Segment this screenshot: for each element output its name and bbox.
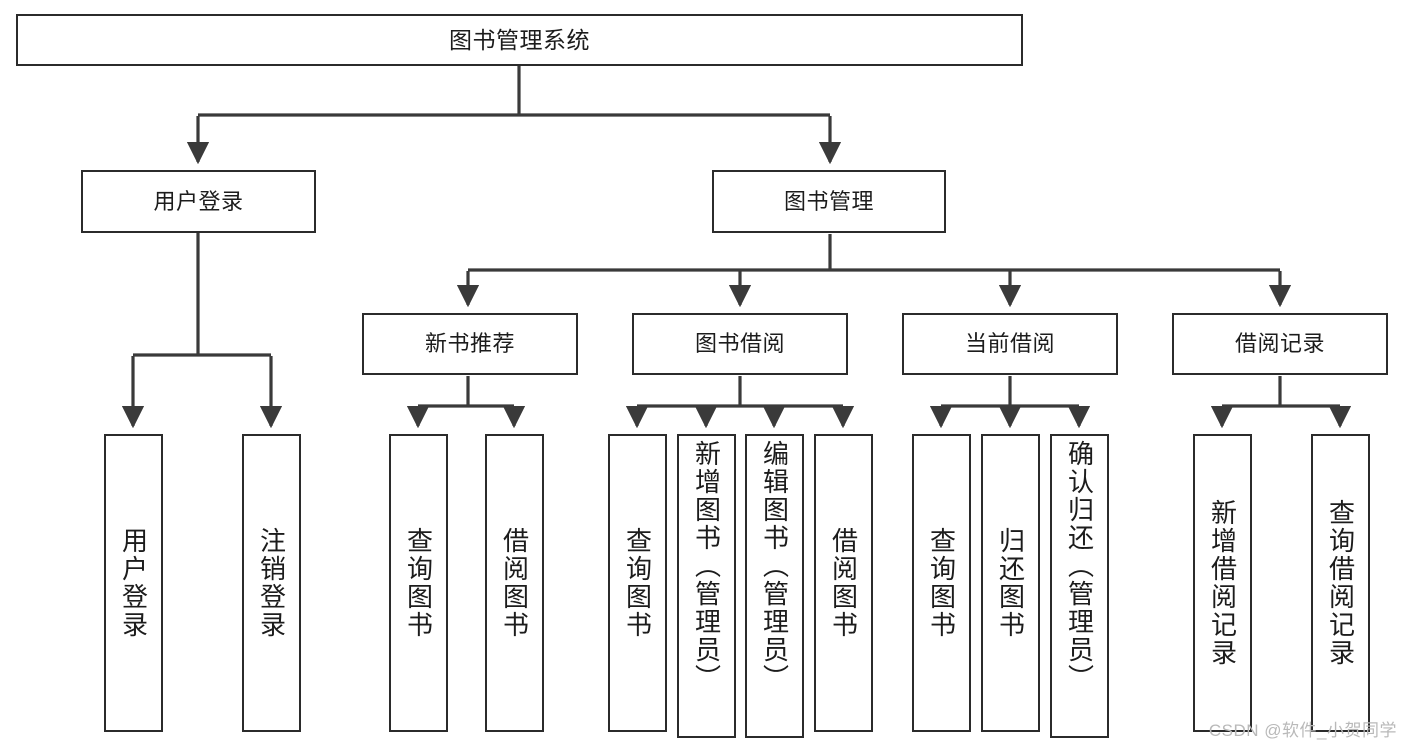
node-borrow-record[interactable]: 借阅记录 [1172,313,1388,375]
node-new-book-recommend[interactable]: 新书推荐 [362,313,578,375]
leaf-bb-add-book-admin[interactable]: 新增图书（管理员） [677,434,736,738]
leaf-user-login[interactable]: 用户登录 [104,434,163,732]
node-label: 图书管理系统 [449,26,590,53]
node-label: 查询借阅记录 [1325,499,1356,667]
node-label: 新书推荐 [424,331,515,357]
node-label: 借阅图书 [499,527,530,639]
watermark-text: CSDN @软件_小贺同学 [1208,721,1397,740]
node-label: 注销登录 [256,527,287,639]
node-label: 图书借阅 [694,331,785,357]
node-label: 查询图书 [403,527,434,639]
node-label: 归还图书 [995,527,1026,639]
leaf-bb-edit-book-admin[interactable]: 编辑图书（管理员） [745,434,804,738]
node-user-login[interactable]: 用户登录 [81,170,316,233]
leaf-br-add-record[interactable]: 新增借阅记录 [1193,434,1252,732]
leaf-nb-query-book[interactable]: 查询图书 [389,434,448,732]
node-label: 新增借阅记录 [1207,499,1238,667]
leaf-cb-query-book[interactable]: 查询图书 [912,434,971,732]
node-label: 查询图书 [622,527,653,639]
node-label: 用户登录 [118,527,149,639]
node-book-management[interactable]: 图书管理 [712,170,946,233]
node-root-book-management-system[interactable]: 图书管理系统 [16,14,1023,66]
node-label: 编辑图书（管理员） [759,440,790,692]
node-book-borrow[interactable]: 图书借阅 [632,313,848,375]
leaf-br-query-record[interactable]: 查询借阅记录 [1311,434,1370,732]
node-label: 借阅图书 [828,527,859,639]
node-label: 查询图书 [926,527,957,639]
node-label: 新增图书（管理员） [691,440,722,692]
node-label: 借阅记录 [1234,331,1325,357]
leaf-bb-borrow-book[interactable]: 借阅图书 [814,434,873,732]
node-label: 确认归还（管理员） [1064,440,1095,692]
node-label: 图书管理 [783,188,874,214]
leaf-nb-borrow-book[interactable]: 借阅图书 [485,434,544,732]
leaf-bb-query-book[interactable]: 查询图书 [608,434,667,732]
node-label: 当前借阅 [964,331,1055,357]
node-label: 用户登录 [153,188,244,214]
leaf-cb-return-book[interactable]: 归还图书 [981,434,1040,732]
leaf-cb-confirm-return-admin[interactable]: 确认归还（管理员） [1050,434,1109,738]
node-current-borrow[interactable]: 当前借阅 [902,313,1118,375]
leaf-user-logout[interactable]: 注销登录 [242,434,301,732]
